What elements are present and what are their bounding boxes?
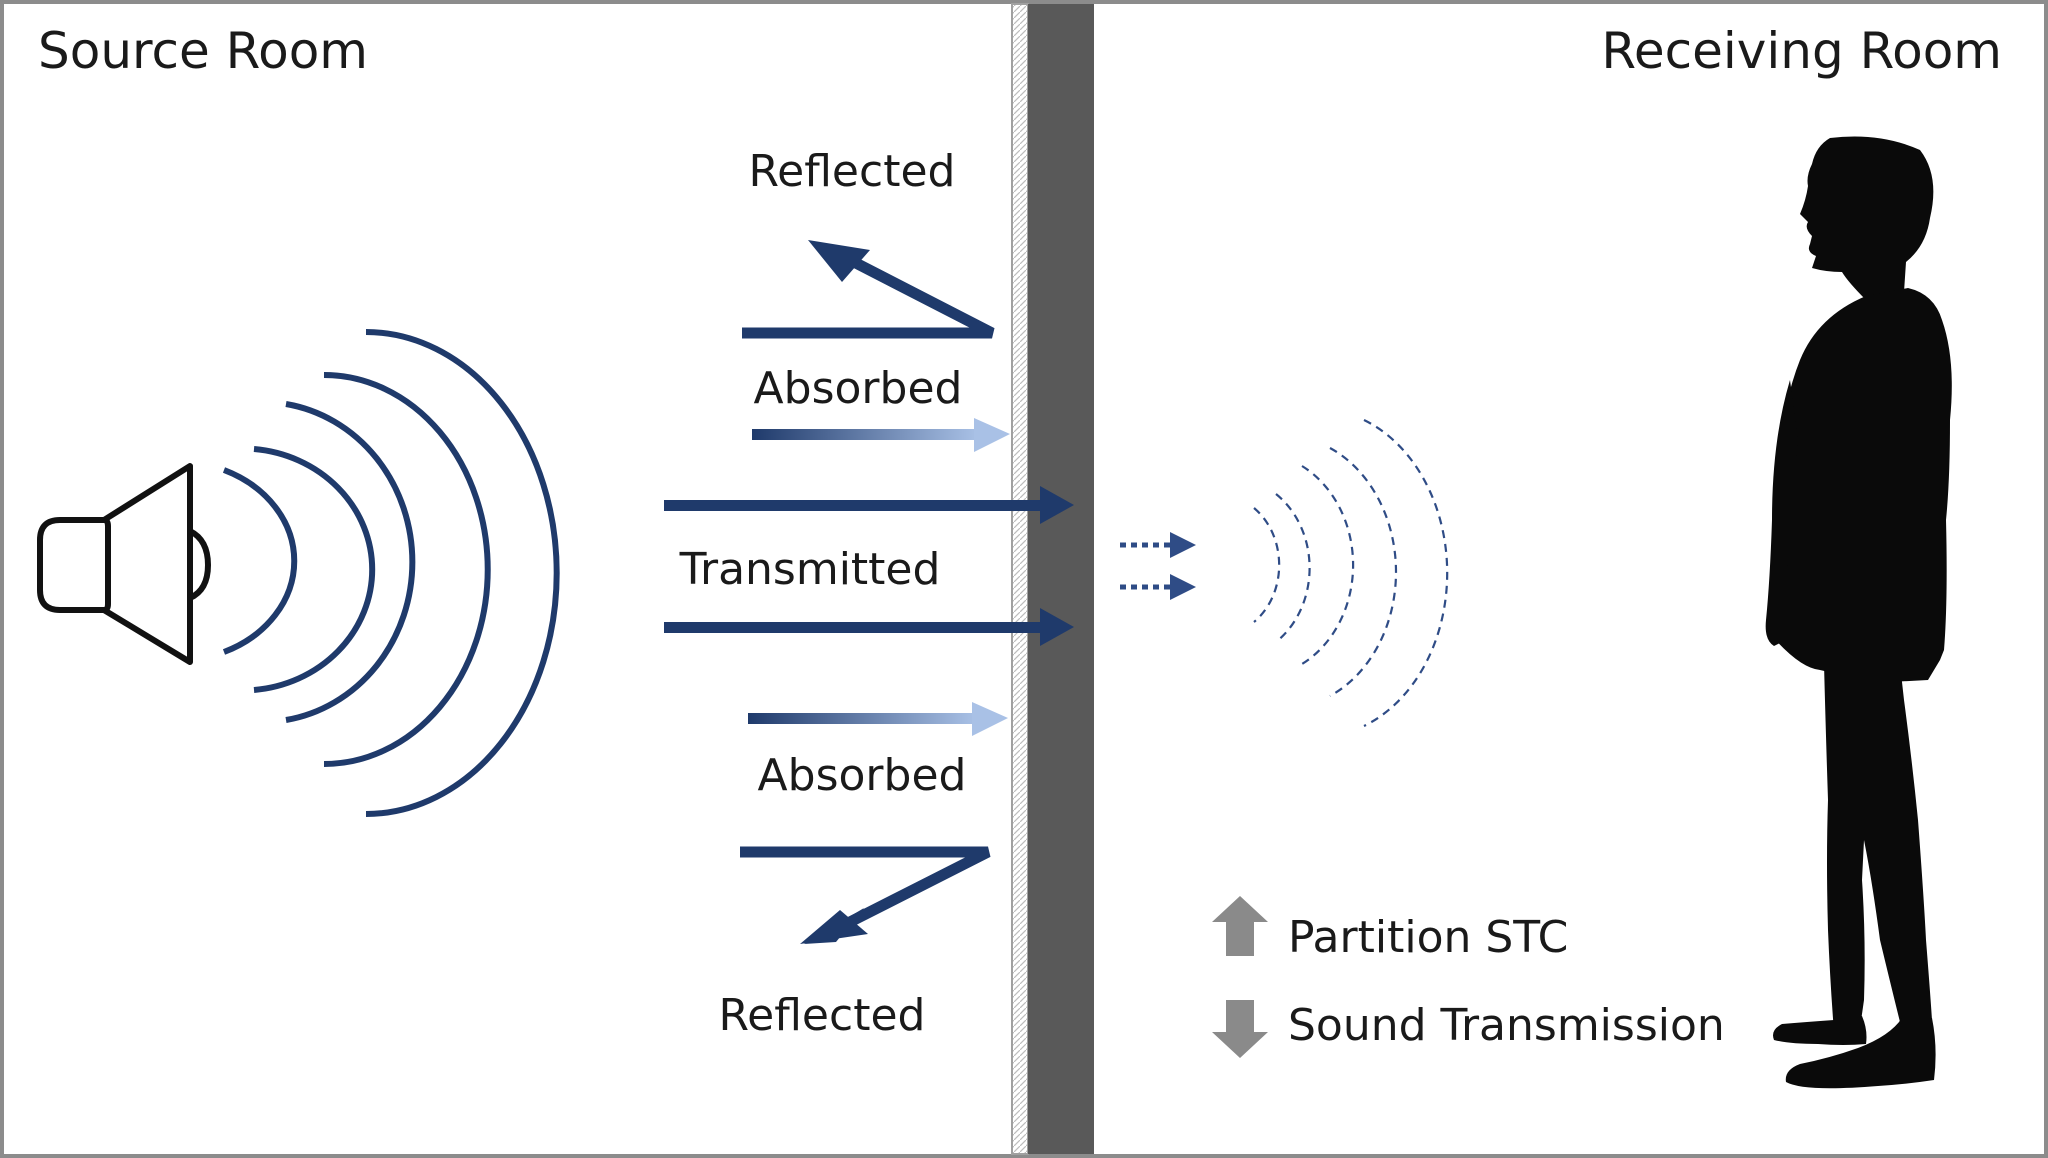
dashed-wave-arc-1	[1253, 507, 1281, 623]
legend-sound-transmission-label: Sound Transmission	[1288, 1000, 1725, 1051]
dashed-wave-arc-3	[1301, 465, 1355, 665]
reflected-bottom-arrow	[740, 846, 991, 944]
absorbed-bottom-arrow	[748, 702, 1008, 736]
wall-hatched-face	[1011, 3, 1029, 1155]
transmitted-label: Transmitted	[679, 544, 941, 595]
person-silhouette-icon	[1765, 136, 1952, 1089]
reflected-top-label: Reflected	[749, 146, 956, 197]
transmitted-arrow-lower	[664, 608, 1074, 646]
transmitted-arrow-upper	[664, 486, 1074, 524]
receiving-room-title: Receiving Room	[1601, 22, 2002, 80]
absorbed-top-arrow	[752, 418, 1010, 452]
absorbed-bottom-label: Absorbed	[758, 750, 967, 801]
wave-arc-4	[323, 372, 491, 767]
dashed-wave-arc-4	[1329, 447, 1398, 697]
receiving-sound-waves	[1253, 419, 1449, 727]
reflected-bottom-label: Reflected	[719, 990, 926, 1041]
legend-partition-stc-label: Partition STC	[1288, 912, 1568, 963]
source-room-title: Source Room	[38, 22, 368, 80]
dashed-wave-arc-2	[1275, 493, 1311, 643]
speaker-icon	[37, 463, 211, 665]
dashed-wave-arc-5	[1363, 419, 1449, 727]
absorbed-top-label: Absorbed	[754, 363, 963, 414]
transmitted-dotted-arrows	[1120, 532, 1196, 600]
wave-arc-2	[253, 446, 376, 693]
arrow-up-icon	[1212, 896, 1268, 956]
wave-arc-5	[365, 329, 560, 817]
partition-wall	[1011, 3, 1094, 1155]
legend: Partition STC Sound Transmission	[1212, 896, 1725, 1058]
wave-arc-3	[285, 401, 416, 723]
wall-core	[1028, 4, 1094, 1154]
wave-arc-1	[222, 467, 298, 655]
source-sound-waves	[222, 329, 560, 817]
arrow-down-icon	[1212, 1000, 1268, 1058]
reflected-top-arrow	[742, 240, 995, 339]
